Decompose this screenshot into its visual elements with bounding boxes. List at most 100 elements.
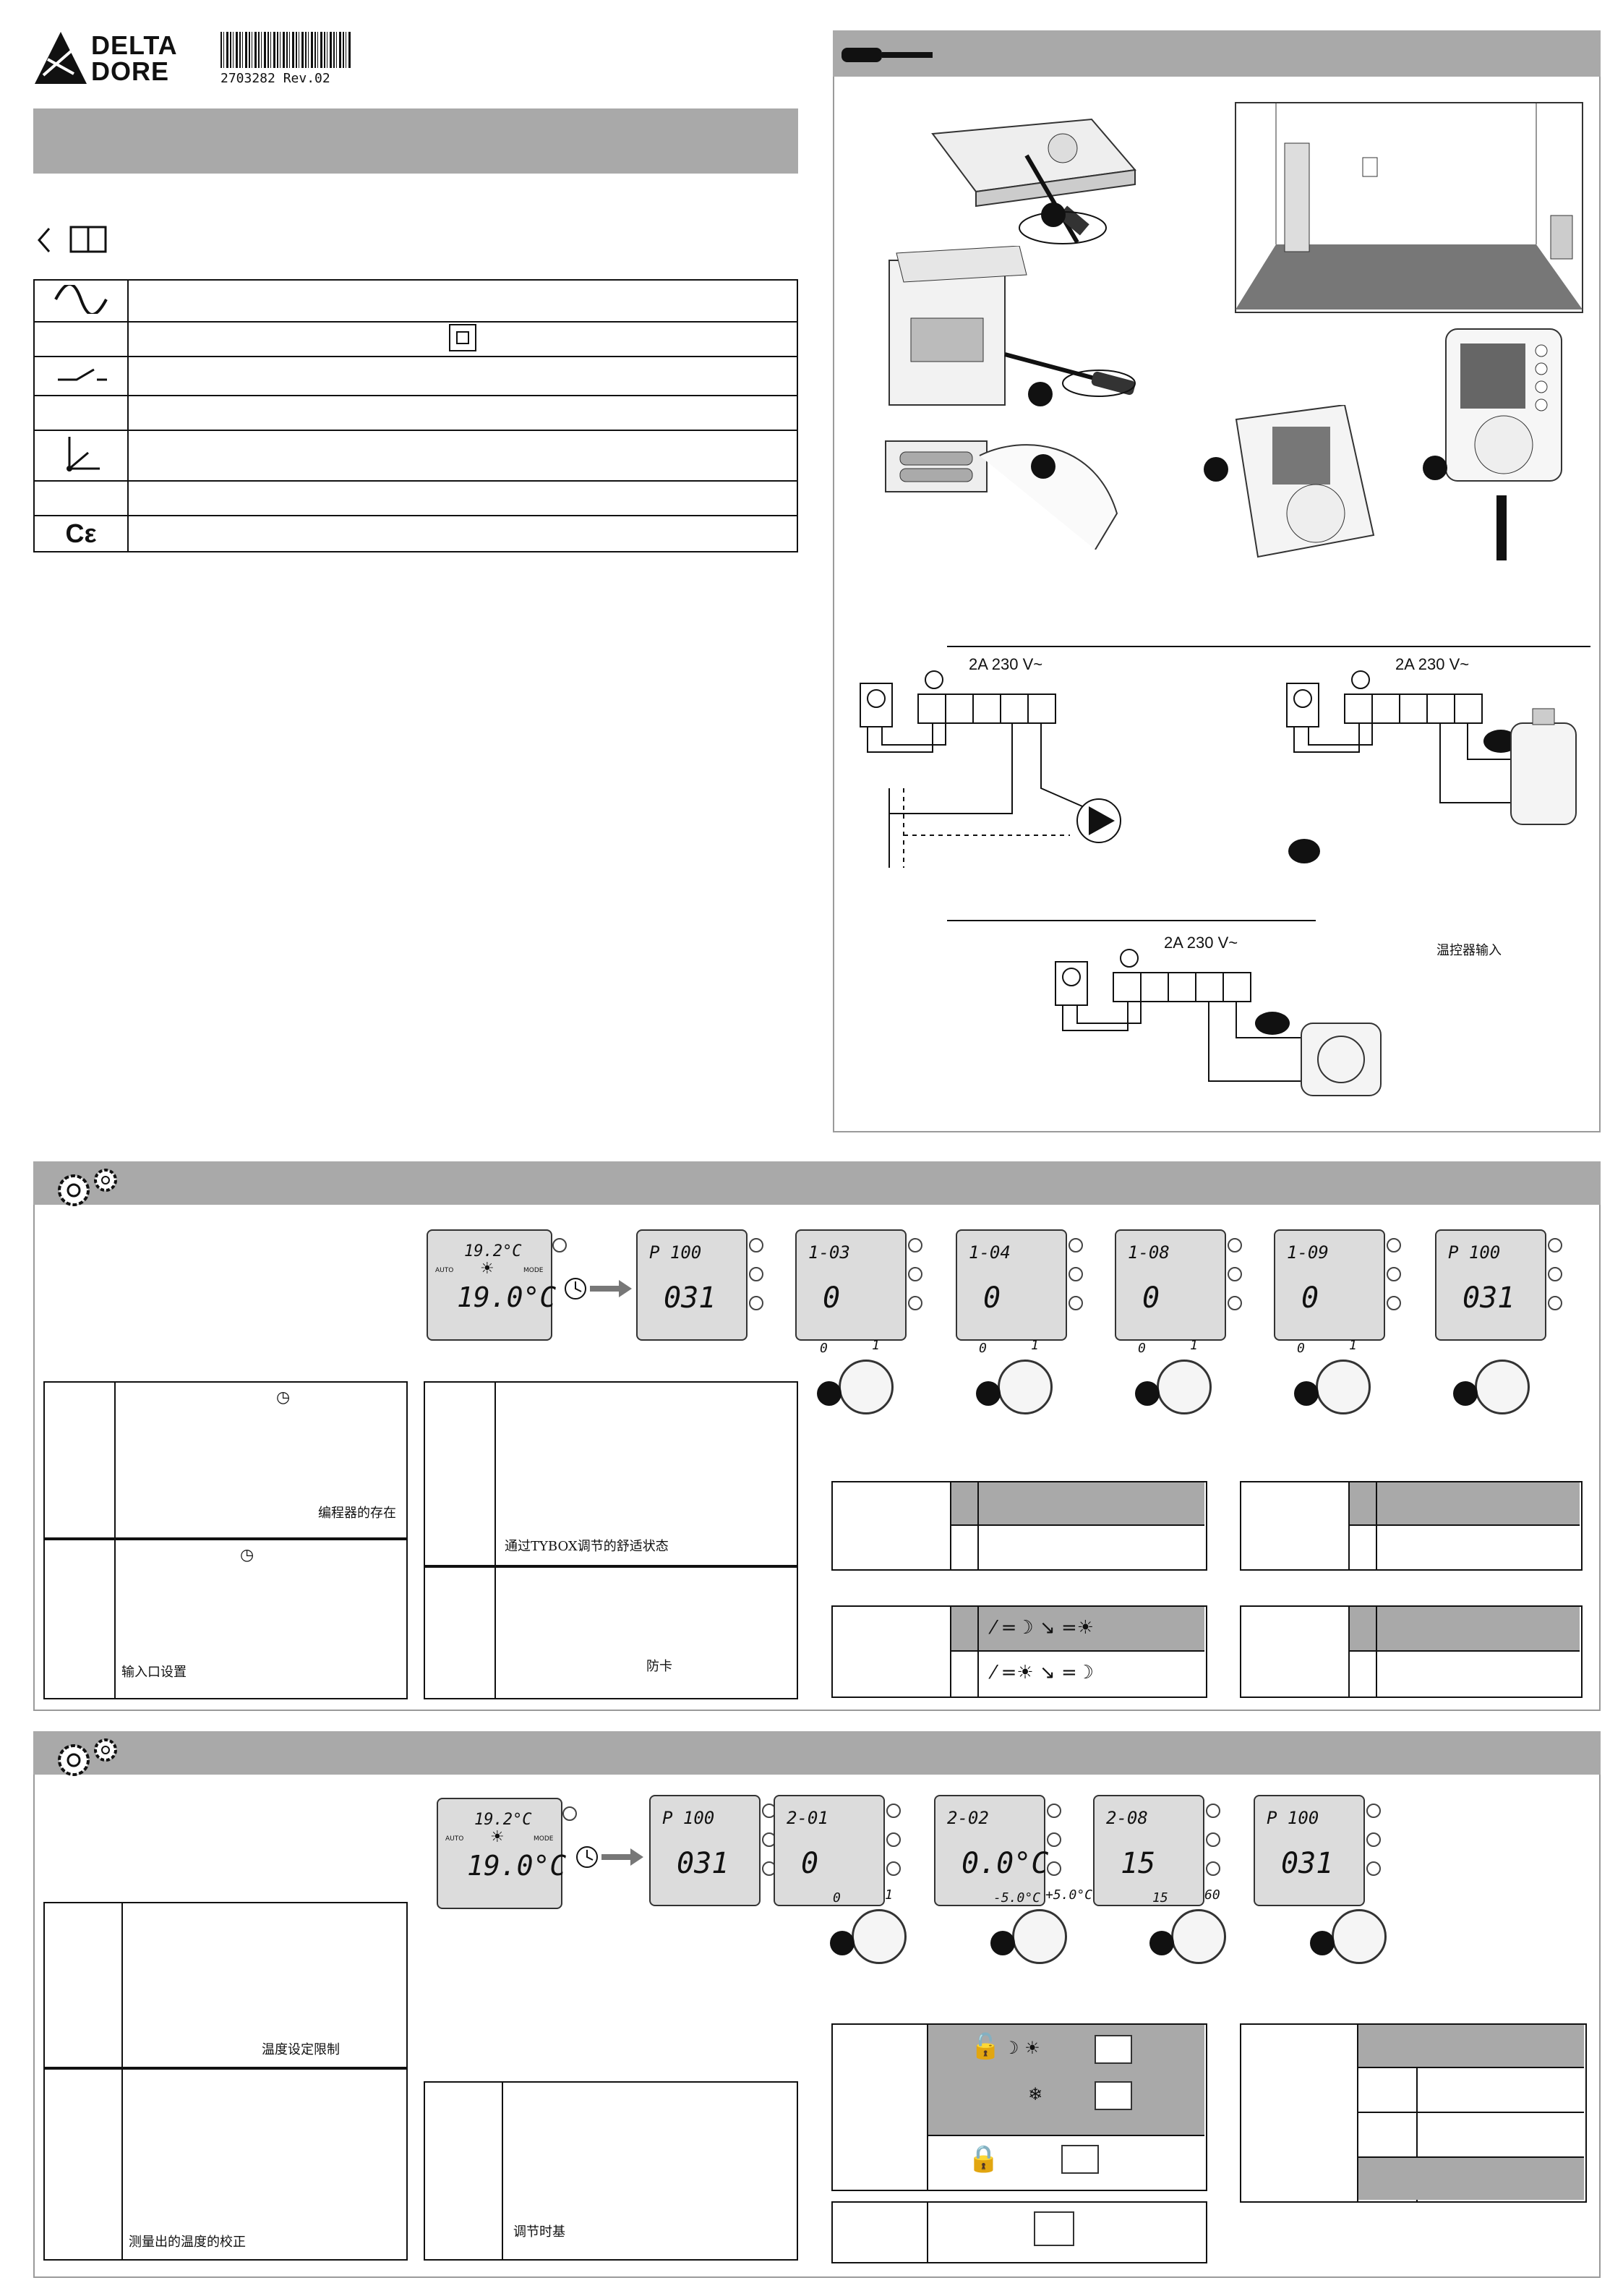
setpoint-temperature: 19.0°C <box>467 1850 567 1882</box>
setting-dial[interactable] <box>998 1360 1053 1414</box>
step-marker <box>1041 202 1066 227</box>
up-button[interactable] <box>1387 1267 1401 1281</box>
setting-dial[interactable] <box>1012 1909 1067 1964</box>
parameter-code: P 100 <box>1448 1242 1501 1263</box>
auto-label: AUTO <box>435 1267 454 1274</box>
clock-icon: ◷ <box>276 1388 291 1407</box>
step-marker <box>1031 454 1055 479</box>
up-button[interactable] <box>749 1267 763 1281</box>
parameter-code: P 100 <box>1267 1808 1319 1828</box>
parameter-value: 0 <box>801 1847 819 1880</box>
down-button[interactable] <box>1228 1296 1242 1310</box>
brand-logo: DELTA DORE <box>33 30 177 86</box>
parameter-value: 031 <box>1463 1281 1515 1315</box>
parameter-screen: P 100 031 <box>1435 1229 1546 1341</box>
illustration-open-thermostat <box>918 112 1157 257</box>
ok-button[interactable] <box>1069 1238 1083 1252</box>
specs-table: Cε <box>33 279 798 552</box>
ok-button[interactable] <box>886 1804 901 1818</box>
ok-button[interactable] <box>908 1238 922 1252</box>
option-table-2 <box>1240 1481 1583 1571</box>
ok-button[interactable] <box>1206 1804 1220 1818</box>
option-box-calibration: 测量出的温度的校正 <box>43 2067 408 2261</box>
option-box-comfort: 通过TYBOX调节的舒适状态 <box>424 1381 798 1568</box>
mode-button[interactable] <box>552 1238 567 1252</box>
dial-min-label: 15 <box>1152 1890 1168 1905</box>
mode-button[interactable] <box>562 1806 577 1821</box>
setting-dial[interactable] <box>1157 1360 1212 1414</box>
temperature-calibration-label: 测量出的温度的校正 <box>129 2235 246 2250</box>
parameter-value: 0 <box>1142 1281 1160 1315</box>
contact-sun-moon-icon: ⁄ =☀ ↘ =☽ <box>992 1662 1095 1683</box>
ok-button[interactable] <box>1387 1238 1401 1252</box>
moon-sun-icon: ☽ ☀ <box>1003 2038 1040 2058</box>
programmer-presence-label: 编程器的存在 <box>318 1506 396 1521</box>
setting-dial[interactable] <box>839 1360 894 1414</box>
ok-button[interactable] <box>1228 1238 1242 1252</box>
ok-button[interactable] <box>1366 1804 1381 1818</box>
option-box-setpoint-limit: 温度设定限制 <box>43 1902 408 2070</box>
option-table-3: ⁄ =☽ ↘ =☀ ⁄ =☀ ↘ =☽ <box>831 1605 1207 1698</box>
up-button[interactable] <box>1069 1267 1083 1281</box>
clock-arrow-icon <box>564 1274 636 1306</box>
illustration-room <box>1233 100 1587 317</box>
down-button[interactable] <box>886 1861 901 1876</box>
wiring-diagram-fan: 2A 230 V~ <box>1048 929 1388 1117</box>
sun-icon: ☀ <box>490 1828 505 1846</box>
dial-min-label: 0 <box>979 1341 987 1356</box>
down-button[interactable] <box>1047 1861 1061 1876</box>
dial-max-label: 1 <box>885 1887 893 1903</box>
up-button[interactable] <box>1366 1832 1381 1847</box>
setting-dial[interactable] <box>1171 1909 1226 1964</box>
thermostat-input-label: 温控器输入 <box>1436 943 1502 958</box>
up-button[interactable] <box>908 1267 922 1281</box>
setting-dial[interactable] <box>1475 1360 1530 1414</box>
parameter-value: 031 <box>677 1847 729 1880</box>
step-marker <box>817 1381 842 1406</box>
up-button[interactable] <box>886 1832 901 1847</box>
down-button[interactable] <box>908 1296 922 1310</box>
parameter-code: 2-01 <box>787 1808 828 1828</box>
parameter-value: 0 <box>983 1281 1001 1315</box>
thermometer-button-icon <box>1061 2145 1099 2174</box>
down-button[interactable] <box>749 1296 763 1310</box>
house-thermometer-icon <box>1034 2211 1074 2246</box>
measured-temperature: 19.2°C <box>474 1811 532 1829</box>
ok-button[interactable] <box>1047 1804 1061 1818</box>
up-button[interactable] <box>1047 1832 1061 1847</box>
up-button[interactable] <box>1228 1267 1242 1281</box>
up-button[interactable] <box>1548 1267 1562 1281</box>
down-button[interactable] <box>1548 1296 1562 1310</box>
setting-dial[interactable] <box>1332 1909 1387 1964</box>
ok-button[interactable] <box>1548 1238 1562 1252</box>
step-marker <box>1288 839 1320 863</box>
up-button[interactable] <box>1206 1832 1220 1847</box>
parameter-value: 031 <box>1281 1847 1334 1880</box>
input-setting-label: 输入口设置 <box>121 1665 187 1680</box>
down-button[interactable] <box>1069 1296 1083 1310</box>
dial-max-label: 1 <box>872 1338 880 1353</box>
logo-icon <box>35 32 87 84</box>
dial-min-label: 0 <box>1297 1341 1305 1356</box>
settings-section-1-header <box>33 1161 1601 1205</box>
mode-label: MODE <box>523 1267 544 1274</box>
down-button[interactable] <box>1206 1861 1220 1876</box>
barcode-number: 2703282 Rev.02 <box>220 71 330 86</box>
ce-mark-icon: Cε <box>33 515 129 552</box>
setting-dial[interactable] <box>1316 1360 1371 1414</box>
ok-button[interactable] <box>749 1238 763 1252</box>
dial-min-label: -5.0°C <box>993 1890 1041 1905</box>
setting-dial[interactable] <box>852 1909 907 1964</box>
switch-contact-icon <box>33 356 129 396</box>
option-table-lock: 🔓 ☽ ☀ ❄ 🔒 <box>831 2023 1207 2191</box>
parameter-screen: P 100 031 <box>1254 1795 1365 1906</box>
mode-label: MODE <box>534 1835 554 1843</box>
down-button[interactable] <box>1387 1296 1401 1310</box>
comfort-state-label: 通过TYBOX调节的舒适状态 <box>505 1539 669 1554</box>
down-button[interactable] <box>1366 1861 1381 1876</box>
